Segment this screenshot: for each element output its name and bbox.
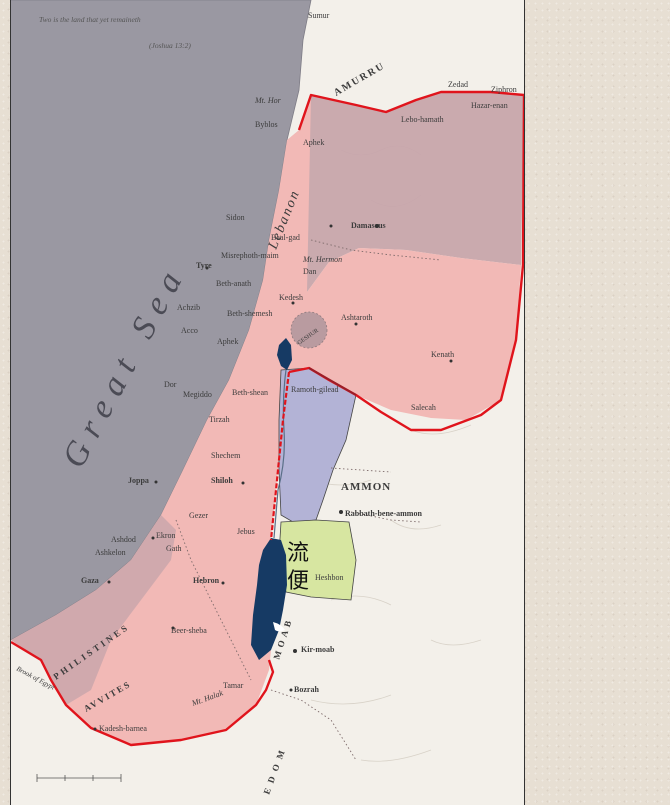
- quote-line-1: Two is the land that yet remaineth: [39, 15, 141, 24]
- place-byblos: Byblos: [255, 120, 278, 129]
- place-ekron: Ekron: [156, 531, 176, 540]
- place-beth-shemesh: Beth-shemesh: [227, 309, 272, 318]
- place-beer-sheba: Beer-sheba: [171, 626, 207, 635]
- place-shechem: Shechem: [211, 451, 241, 460]
- lisan-peninsula: [273, 622, 285, 632]
- jordan-river: [273, 369, 287, 539]
- map-frame: Two is the land that yet remaineth (Josh…: [10, 0, 525, 805]
- place-mt-hor: Mt. Hor: [254, 96, 282, 105]
- place-shiloh: Shiloh: [211, 476, 233, 485]
- place-ziphron: Ziphron: [491, 85, 517, 94]
- gad-north-border: [308, 367, 357, 396]
- place-hazar-enan: Hazar-enan: [471, 101, 508, 110]
- place-beth-anath: Beth-anath: [216, 279, 251, 288]
- place-aphek: Aphek: [217, 337, 238, 346]
- place-kenath: Kenath: [431, 350, 454, 359]
- place-damascus: Damascus: [351, 221, 386, 230]
- southern-border: [11, 640, 275, 747]
- philistine-region: [11, 515, 176, 705]
- place-ashtaroth: Ashtaroth: [341, 313, 373, 322]
- place-megiddo: Megiddo: [183, 390, 212, 399]
- place-gezer: Gezer: [189, 511, 208, 520]
- place-bozrah: Bozrah: [294, 685, 319, 694]
- place-ramoth-gilead: Ramoth-gilead: [291, 385, 339, 394]
- place-tyre: Tyre: [196, 261, 212, 270]
- sea-of-galilee: [277, 338, 292, 370]
- place-jebus: Jebus: [237, 527, 255, 536]
- place-lebo-hamath: Lebo-hamath: [401, 115, 444, 124]
- ammon-label: AMMON: [341, 481, 391, 493]
- quote-line-2: (Joshua 13:2): [149, 41, 191, 50]
- jordan-border: [269, 371, 291, 541]
- place-sumur: Sumur: [308, 11, 330, 20]
- place-rabbath: Rabbath-bene-ammon: [345, 509, 422, 518]
- place-tamar: Tamar: [223, 681, 244, 690]
- place-heshbon: Heshbon: [315, 573, 343, 582]
- place-hebron: Hebron: [193, 576, 220, 585]
- place-joppa: Joppa: [128, 476, 149, 485]
- place-achzib: Achzib: [177, 303, 200, 312]
- place-misrephoth: Misrephoth-maim: [221, 251, 280, 260]
- place-ashkelon: Ashkelon: [95, 548, 126, 557]
- place-acco: Acco: [181, 326, 198, 335]
- place-aphek-north: Aphek: [303, 138, 324, 147]
- place-ashdod: Ashdod: [111, 535, 136, 544]
- place-tirzah: Tirzah: [209, 415, 230, 424]
- place-gath: Gath: [166, 544, 182, 553]
- place-zedad: Zedad: [448, 80, 468, 89]
- place-kedesh: Kedesh: [279, 293, 303, 302]
- reuben-label: 流便: [287, 541, 309, 594]
- place-kadesh-barnea: Kadesh-barnea: [99, 724, 147, 733]
- place-beth-shean: Beth-shean: [232, 388, 268, 397]
- place-kir-moab: Kir-moab: [301, 645, 335, 654]
- northern-region-overlay: [273, 92, 524, 300]
- dotted-borders: [175, 239, 442, 761]
- place-dor: Dor: [164, 380, 177, 389]
- city-markers: [93, 224, 453, 731]
- great-sea: [11, 0, 311, 640]
- place-labels: Sumur Zedad Ziphron Hazar-enan Mt. Hor L…: [81, 11, 517, 733]
- geshur-area: [290, 311, 328, 349]
- place-salecah: Salecah: [411, 403, 436, 412]
- map-canvas: Two is the land that yet remaineth (Josh…: [11, 0, 524, 805]
- place-sidon: Sidon: [226, 213, 245, 222]
- place-baal-gad: Baal-gad: [271, 233, 300, 242]
- place-gaza: Gaza: [81, 576, 99, 585]
- scale-bar: [36, 774, 122, 782]
- place-dan: Dan: [303, 267, 316, 276]
- place-mt-hermon: Mt. Hermon: [302, 255, 342, 264]
